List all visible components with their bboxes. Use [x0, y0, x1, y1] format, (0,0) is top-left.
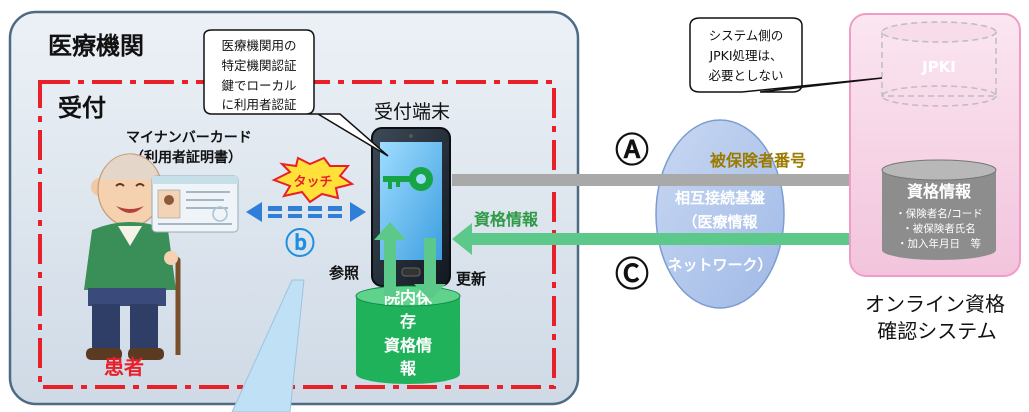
qualification-db: 資格情報 ・保険者名/コード ・被保険者氏名 ・加入年月日 等: [881, 159, 997, 260]
network-ellipse: [655, 119, 785, 309]
qualification-db-title: 資格情報: [907, 182, 972, 201]
terminal-label: 受付端末: [374, 101, 450, 123]
facility-callout-line1: 医療機関用の: [221, 38, 296, 53]
update-label: 更新: [456, 270, 486, 288]
elderly-patient-icon: [84, 153, 181, 360]
reception-label: 受付: [58, 94, 106, 122]
system-callout: システム側の JPKI処理は、 必要としない: [689, 17, 883, 93]
card-label-line2: （利用者証明書）: [130, 149, 242, 166]
system-name-line1: オンライン資格: [865, 292, 1005, 316]
qualification-db-item3: ・加入年月日 等: [897, 237, 981, 250]
card-label-line1: マイナンバーカード: [126, 130, 252, 146]
local-db-line1: 院内保: [384, 288, 433, 307]
system-callout-line2: JPKI処理は、: [708, 48, 782, 63]
my-number-card-icon: [151, 175, 239, 233]
update-arrow: [414, 238, 446, 300]
system-callout-line3: 必要としない: [708, 68, 783, 83]
local-db-line3: 資格情: [384, 336, 432, 355]
arrow-a: [452, 164, 876, 196]
jpki-label: JPKI: [921, 58, 956, 76]
facility-callout-line4: に利用者認証: [221, 97, 297, 112]
system-name-line2: 確認システム: [877, 319, 996, 343]
key-icon: [383, 167, 433, 191]
local-db-line2: 存: [400, 312, 416, 331]
arrow-c-label: 資格情報: [474, 210, 539, 229]
refer-arrow: [374, 222, 406, 296]
step-b-callout-tail: [231, 279, 305, 412]
refer-label: 参照: [329, 264, 359, 282]
local-db-line4: 報: [400, 359, 417, 378]
network-line1: 相互接続基盤: [675, 189, 766, 207]
facility-title: 医療機関: [48, 32, 144, 60]
facility-callout: 医療機関用の 特定機関認証 鍵でローカル に利用者認証: [203, 29, 389, 157]
qualification-db-item1: ・保険者名/コード: [895, 207, 983, 220]
local-qualification-db: 院内保 存 資格情 報: [355, 285, 461, 384]
arrow-c: [452, 223, 878, 255]
patient-label: 患者: [104, 355, 144, 379]
facility-callout-line2: 特定機関認証: [221, 58, 297, 73]
step-b-marker: ⓑ: [285, 227, 315, 262]
jpki-db: JPKI: [881, 21, 997, 107]
step-a-marker: Ⓐ: [615, 131, 649, 171]
network-line4: ネットワーク）: [667, 256, 772, 274]
qualification-db-item2: ・被保険者氏名: [902, 222, 976, 235]
touch-badge: タッチ: [271, 156, 355, 204]
step-c-marker: Ⓒ: [615, 255, 649, 295]
touch-label: タッチ: [293, 175, 332, 190]
arrow-a-label: 被保険者番号: [710, 151, 806, 170]
facility-callout-line3: 鍵でローカル: [221, 78, 296, 93]
card-phone-link-arrow: [246, 202, 366, 222]
system-callout-line1: システム側の: [709, 28, 784, 43]
network-line2: （医療情報: [682, 213, 758, 231]
